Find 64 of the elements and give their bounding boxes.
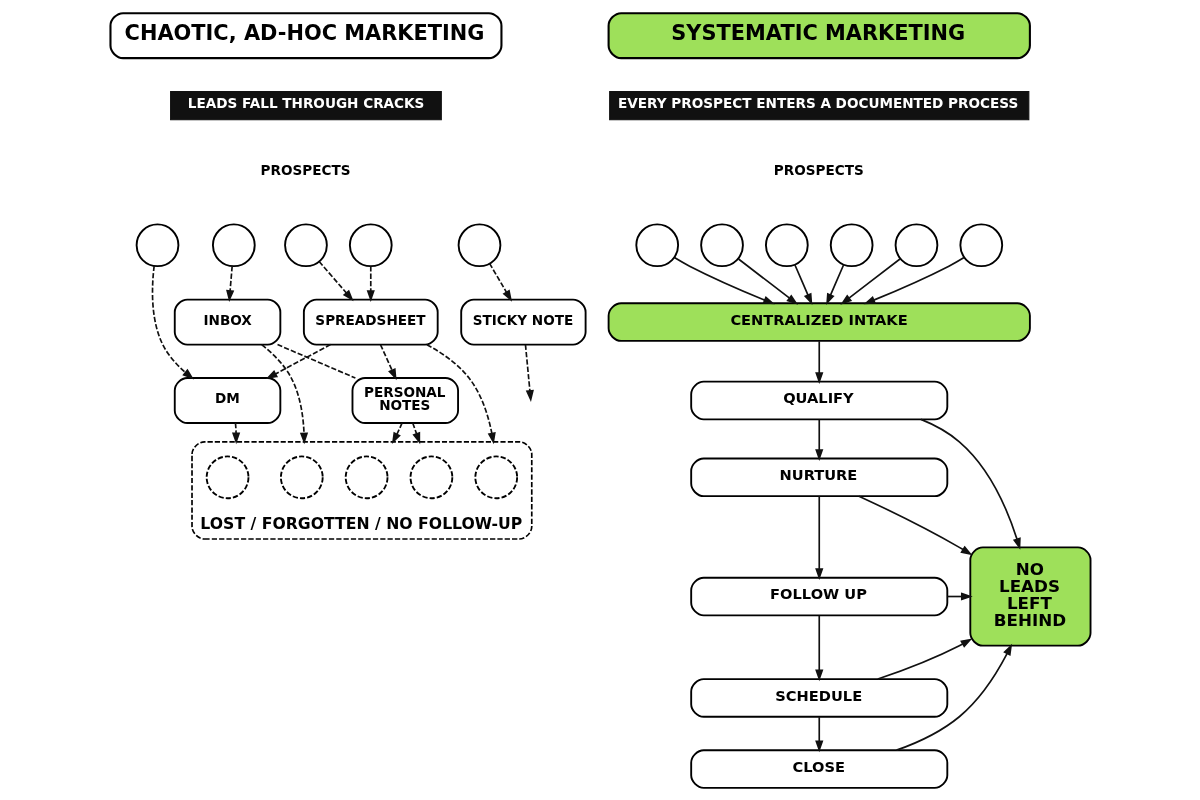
arrow bbox=[814, 418, 823, 461]
node-circle bbox=[283, 222, 328, 267]
node-circle bbox=[348, 222, 393, 267]
node-circle bbox=[473, 455, 518, 499]
node-box: CHAOTIC, AD-HOC MARKETING bbox=[108, 11, 502, 59]
arrow bbox=[379, 343, 397, 380]
arrow bbox=[793, 263, 812, 305]
arrow bbox=[260, 343, 308, 444]
node-box: INBOX bbox=[173, 298, 281, 345]
node-circle bbox=[634, 222, 679, 267]
arrow bbox=[673, 256, 775, 304]
node-circle bbox=[699, 222, 744, 267]
arrow bbox=[231, 421, 240, 444]
arrow bbox=[411, 421, 420, 444]
node-box: SCHEDULE bbox=[689, 677, 948, 718]
node-circle bbox=[344, 455, 388, 499]
arrow bbox=[839, 257, 901, 305]
node-box: EVERY PROSPECT ENTERS A DOCUMENTED PROCESS bbox=[608, 90, 1029, 120]
arrow bbox=[814, 715, 823, 752]
node-box: STICKY NOTE bbox=[459, 298, 587, 345]
connector bbox=[276, 343, 356, 379]
arrow bbox=[318, 260, 354, 301]
node-box: QUALIFY bbox=[689, 380, 948, 420]
node-circle bbox=[894, 222, 938, 267]
cluster: LOST / FORGOTTEN / NO FOLLOW-UP bbox=[190, 440, 533, 540]
arrow bbox=[919, 418, 1021, 550]
arrow bbox=[814, 339, 823, 384]
node-circle bbox=[764, 222, 809, 267]
node-circle bbox=[135, 222, 179, 267]
arrow bbox=[876, 638, 972, 680]
arrow bbox=[524, 343, 534, 402]
arrow bbox=[425, 343, 496, 444]
arrow bbox=[863, 256, 965, 304]
node-box: SYSTEMATIC MARKETING bbox=[607, 11, 1031, 59]
node-box: NO LEADS LEFT BEHIND bbox=[968, 545, 1091, 647]
arrow bbox=[737, 257, 798, 305]
node-box: CLOSE bbox=[689, 748, 948, 789]
node-circle bbox=[211, 222, 256, 267]
node-box: DM bbox=[173, 376, 281, 424]
node-circle bbox=[279, 455, 324, 499]
arrow bbox=[265, 343, 331, 379]
arrow bbox=[366, 265, 375, 302]
arrow bbox=[151, 264, 194, 379]
node-box: SPREADSHEET bbox=[302, 298, 439, 345]
arrow bbox=[825, 263, 844, 305]
node-box: PERSONAL NOTES bbox=[351, 376, 459, 424]
arrow bbox=[814, 614, 823, 681]
node-circle bbox=[409, 455, 453, 499]
node-circle bbox=[958, 222, 1003, 267]
node-circle bbox=[457, 222, 501, 267]
arrow bbox=[895, 643, 1012, 751]
label: PROSPECTS bbox=[259, 161, 350, 178]
node-box: CENTRALIZED INTAKE bbox=[607, 301, 1031, 342]
node-circle bbox=[829, 222, 873, 267]
arrow bbox=[391, 421, 403, 444]
arrow bbox=[857, 494, 972, 555]
arrow bbox=[814, 494, 823, 580]
arrow bbox=[488, 262, 512, 302]
node-box: FOLLOW UP bbox=[689, 576, 948, 616]
label: PROSPECTS bbox=[773, 161, 864, 178]
node-box: NURTURE bbox=[689, 457, 948, 497]
node-box: LEADS FALL THROUGH CRACKS bbox=[169, 90, 442, 120]
node-circle bbox=[205, 455, 249, 499]
arrow bbox=[225, 265, 234, 302]
